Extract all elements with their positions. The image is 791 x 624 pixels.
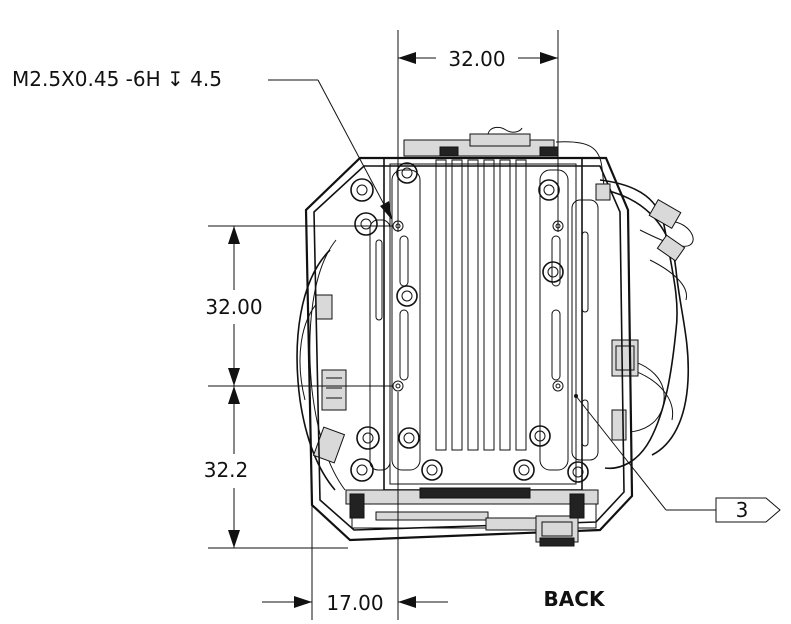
screw (350, 458, 374, 482)
item-balloon: 3 (574, 394, 781, 523)
bottom-dimension: 17.00 (262, 392, 448, 620)
centerlines (208, 225, 392, 549)
screw (421, 459, 443, 481)
screw (538, 179, 560, 201)
top-connectors (403, 126, 611, 201)
left-upper-dimension-label: 32.00 (205, 295, 262, 319)
left-upper-dimension: 32.00 (205, 226, 263, 386)
screw (513, 459, 535, 481)
thread-callout: M2.5X0.45 -6H ↧ 4.5 (12, 67, 392, 220)
heatsink-fins (435, 159, 527, 451)
right-cable-harness (599, 179, 694, 470)
threaded-hole (392, 380, 404, 392)
screw (567, 461, 589, 483)
left-lower-dimension-label: 32.2 (204, 458, 249, 482)
screw (396, 162, 418, 184)
screw (356, 426, 380, 450)
threaded-hole (552, 380, 564, 392)
bottom-connector-board (345, 487, 599, 547)
left-cable-harness (296, 239, 347, 491)
screw (542, 261, 564, 283)
screw (396, 285, 418, 307)
thread-callout-label: M2.5X0.45 -6H ↧ 4.5 (12, 67, 222, 91)
screw (529, 425, 551, 447)
left-lower-dimension: 32.2 (204, 386, 249, 548)
screw (398, 427, 420, 449)
outer-housing (304, 156, 634, 542)
screw (350, 178, 374, 202)
balloon-label: 3 (736, 498, 749, 522)
screw (354, 212, 378, 236)
view-label: BACK (544, 587, 606, 611)
screws (350, 162, 589, 483)
bottom-dimension-label: 17.00 (326, 591, 383, 615)
top-dimension: 32.00 (397, 30, 559, 232)
top-dimension-label: 32.00 (448, 47, 505, 71)
